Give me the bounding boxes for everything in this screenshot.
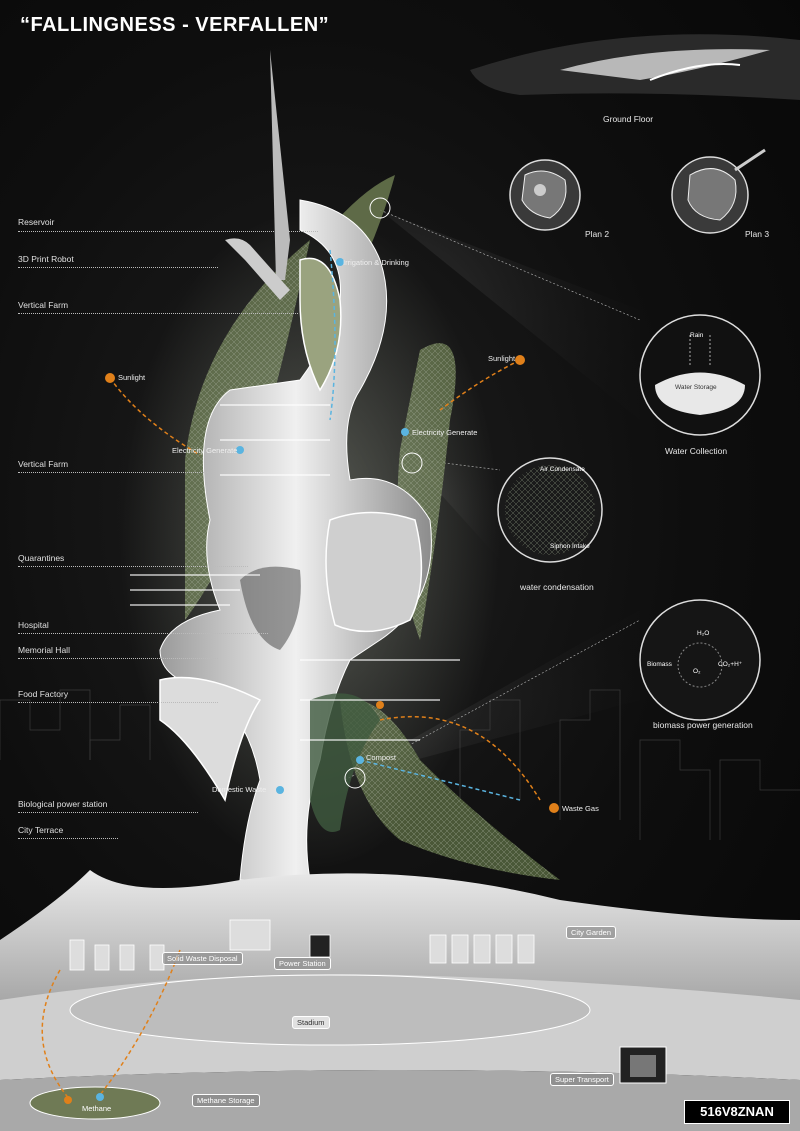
tag-rain: Rain [690, 332, 704, 339]
label-water-collection: Water Collection [665, 446, 728, 456]
tag-sunlight-right: Sunlight [488, 354, 516, 363]
leader-3d-print-robot [18, 267, 218, 268]
submission-code: 516V8ZNAN [684, 1100, 790, 1124]
tag-power-station: Power Station [274, 957, 331, 970]
plan-2-drawing [509, 159, 581, 231]
label-water-condensation: water condensation [520, 582, 594, 592]
tag-waste-gas: Waste Gas [562, 804, 599, 813]
leader-reservoir [18, 231, 318, 232]
leader-food-factory [18, 702, 218, 703]
tag-super-transport: Super Transport [550, 1073, 614, 1086]
label-quarantines: Quarantines [18, 553, 65, 563]
tag-methane: Methane [82, 1104, 112, 1113]
biomass-detail [639, 599, 761, 721]
water-condensation-detail [497, 457, 603, 563]
label-bio-power-station: Biological power station [18, 799, 108, 809]
label-ground-floor: Ground Floor [603, 114, 654, 124]
label-hospital: Hospital [18, 620, 49, 630]
leader-city-terrace [18, 838, 118, 839]
tag-o2: O₂ [693, 668, 701, 675]
flow-dots [64, 258, 559, 1104]
ground-floor-render [470, 34, 800, 100]
leader-hospital [18, 633, 268, 634]
tag-biomass: Biomass [647, 661, 672, 668]
leader-memorial-hall [18, 658, 218, 659]
ground-level [0, 870, 800, 1131]
label-biomass-power: biomass power generation [653, 720, 753, 730]
label-food-factory: Food Factory [18, 689, 69, 699]
floor-lines [130, 404, 460, 741]
leader-quarantines [18, 566, 248, 567]
tag-domestic-waste: Domestic Waste [212, 785, 267, 794]
label-vertical-farm: Vertical Farm [18, 459, 69, 469]
tag-stadium: Stadium [292, 1016, 330, 1029]
tag-h2o: H₂O [697, 630, 710, 637]
label-vertical-farm-top: Vertical Farm [18, 300, 69, 310]
poster-title: “FALLINGNESS - VERFALLEN” [20, 14, 330, 36]
tag-air-condensate: Air Condensate [540, 466, 585, 473]
label-city-terrace: City Terrace [18, 825, 64, 835]
label-plan-2: Plan 2 [585, 229, 610, 239]
tag-electricity-right: Electricity Generate [412, 428, 478, 437]
plan-3-drawing [671, 148, 766, 234]
tag-methane-storage: Methane Storage [192, 1094, 260, 1107]
tag-city-garden: City Garden [566, 926, 617, 939]
leader-bio-power-station [18, 812, 198, 813]
tower-body [159, 50, 432, 881]
label-plan-3: Plan 3 [745, 229, 770, 239]
tag-solid-waste: Solid Waste Disposal [162, 952, 243, 965]
label-reservoir: Reservoir [18, 217, 55, 227]
flow-arrows [41, 249, 541, 1101]
label-memorial-hall: Memorial Hall [18, 645, 70, 655]
tag-compost: Compost [366, 753, 397, 762]
power-plant [69, 919, 535, 971]
label-3d-print-robot: 3D Print Robot [18, 254, 74, 264]
water-collection-detail [639, 314, 761, 436]
tag-co2: CO₂+H⁺ [718, 661, 743, 668]
tag-water-storage: Water Storage [675, 384, 717, 391]
tag-siphon-intake: Siphon Intake [550, 543, 590, 550]
leader-vertical-farm-top [18, 313, 298, 314]
tag-sunlight-left: Sunlight [118, 373, 146, 382]
tag-electricity-left: Electricity Generate [172, 446, 238, 455]
tag-irrigation: Irrigation & Drinking [343, 258, 409, 267]
leader-vertical-farm [18, 472, 208, 473]
